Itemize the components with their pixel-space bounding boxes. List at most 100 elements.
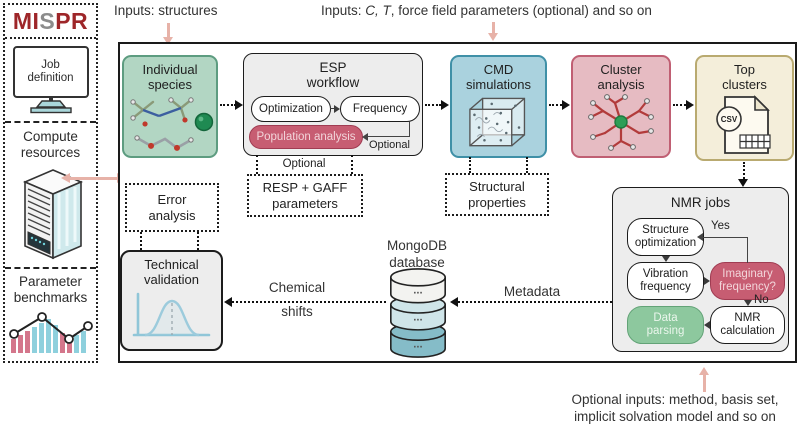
metadata-arrowhead-icon xyxy=(450,297,458,307)
chemical-shifts-connector xyxy=(232,301,386,303)
structure-optimization-label: Structure optimization xyxy=(634,224,697,249)
input-arrow-down-icon xyxy=(163,37,173,45)
resp-gaff-parameters-box: RESP + GAFF parameters xyxy=(247,174,363,217)
logo-part: PR xyxy=(55,7,89,34)
flow-connector xyxy=(425,104,441,106)
flow-connector xyxy=(673,104,686,106)
nmr-calculation-step: NMR calculation xyxy=(710,306,785,344)
link-arrow-bar xyxy=(70,177,118,180)
input-arrow-bar xyxy=(167,23,170,38)
cluster-molecule-icon xyxy=(588,94,654,151)
link-arrow-left-icon xyxy=(61,173,70,183)
flow-arrowhead-icon xyxy=(562,100,570,110)
database-icon: ... ... ... xyxy=(390,268,446,358)
parameter-benchmarks-label: Parameter benchmarks xyxy=(13,274,88,306)
yes-label: Yes xyxy=(711,220,730,232)
bracket-line xyxy=(351,155,353,174)
structure-optimization-step: Structure optimization xyxy=(627,218,704,256)
vibration-frequency-label: Vibration frequency xyxy=(640,268,691,293)
yes-elbow-connector xyxy=(703,237,748,263)
inputs-structures-note: Inputs: structures xyxy=(114,3,218,18)
note-text: , force field parameters (optional) and … xyxy=(390,3,652,18)
db-dots: ... xyxy=(413,312,422,324)
structural-properties-label: Structural properties xyxy=(468,179,526,210)
no-label: No xyxy=(754,294,769,306)
vibration-frequency-step: Vibration frequency xyxy=(627,262,704,300)
db-dots: ... xyxy=(413,339,422,351)
mongodb-label: MongoDB database xyxy=(386,238,448,270)
structural-properties-box: Structural properties xyxy=(445,173,549,216)
nmr-calculation-label: NMR calculation xyxy=(720,312,775,337)
resp-gaff-label: RESP + GAFF parameters xyxy=(262,180,348,211)
nmr-arrowhead-icon xyxy=(662,256,670,262)
esp-inner-optional-label: Optional xyxy=(369,139,410,151)
technical-validation-title: Technical validation xyxy=(144,257,199,287)
optional-inputs-note-line1: Optional inputs: method, basis set, xyxy=(571,392,779,407)
data-parsing-step: Data parsing xyxy=(627,306,704,344)
nmr-arrowhead-icon xyxy=(704,277,710,285)
flow-arrowhead-icon xyxy=(686,100,694,110)
flow-arrowhead-icon xyxy=(235,100,243,110)
optional-elbow-connector xyxy=(368,122,410,137)
step-arrowhead-icon xyxy=(334,105,340,113)
benchmark-chart-icon xyxy=(8,312,93,354)
flow-connector xyxy=(743,162,745,179)
monitor-stand-icon xyxy=(29,98,72,114)
optimization-step: Optimization xyxy=(251,96,331,122)
cluster-analysis-box: Cluster analysis xyxy=(571,55,671,158)
note-text: Inputs: xyxy=(321,3,366,18)
molecule-icon xyxy=(130,97,214,152)
input-arrow-bar xyxy=(492,22,495,34)
nmr-arrowhead-icon xyxy=(744,300,752,306)
frequency-step: Frequency xyxy=(340,96,420,122)
bracket-line xyxy=(197,232,199,250)
chemical-shifts-arrowhead-icon xyxy=(224,297,232,307)
flow-connector xyxy=(549,104,562,106)
flow-arrowhead-icon xyxy=(441,100,449,110)
individual-species-title: Individual species xyxy=(142,62,198,92)
monitor-icon: Job definition xyxy=(12,46,89,98)
compute-resources-label: Compute resources xyxy=(20,129,81,161)
error-analysis-label: Error analysis xyxy=(148,192,196,223)
simulation-cube-icon xyxy=(468,97,525,147)
nmr-jobs-title: NMR jobs xyxy=(670,195,731,210)
bracket-line xyxy=(140,232,142,250)
yes-arrowhead-icon xyxy=(697,233,703,241)
db-dots: ... xyxy=(413,284,422,296)
optional-inputs-note-line2: implicit solvation model and so on xyxy=(574,409,776,424)
population-analysis-step: Population analysis xyxy=(249,125,363,149)
input-arrow-down-icon xyxy=(488,33,498,41)
bracket-line xyxy=(526,157,528,173)
optional-inputs-arrow-up-icon xyxy=(699,367,709,375)
sidebar-section-job-definition: Job definition xyxy=(5,39,96,123)
imaginary-frequency-label: Imaginary frequency? xyxy=(719,268,776,293)
cluster-analysis-title: Cluster analysis xyxy=(597,62,645,92)
csv-label: CSV xyxy=(720,115,737,124)
top-clusters-box: Top clusters CSV xyxy=(695,55,794,161)
data-parsing-label: Data parsing xyxy=(646,312,685,337)
error-analysis-box: Error analysis xyxy=(125,183,219,232)
esp-bracket-optional-label: Optional xyxy=(282,158,326,170)
cmd-simulations-title: CMD simulations xyxy=(465,62,532,92)
technical-validation-box: Technical validation xyxy=(120,250,223,351)
imaginary-frequency-step: Imaginary frequency? xyxy=(710,262,785,300)
individual-species-box: Individual species xyxy=(122,55,218,158)
csv-file-icon: CSV xyxy=(715,95,771,154)
job-definition-label: Job definition xyxy=(27,58,74,84)
cmd-simulations-box: CMD simulations xyxy=(450,55,547,158)
sidebar-section-parameter-benchmarks: Parameter benchmarks xyxy=(5,269,96,357)
note-text-italic: C, T xyxy=(365,3,391,18)
inputs-parameters-note: Inputs: C, T, force field parameters (op… xyxy=(321,3,652,18)
top-clusters-title: Top clusters xyxy=(722,62,767,92)
logo-part: MI xyxy=(12,7,40,34)
optional-inputs-arrow-bar xyxy=(703,374,706,392)
chemical-shifts-label: Chemical shifts xyxy=(268,280,326,319)
metadata-label: Metadata xyxy=(503,284,561,299)
bracket-line xyxy=(469,157,471,173)
flow-connector xyxy=(220,104,236,106)
nmr-arrowhead-icon xyxy=(704,321,710,329)
bracket-line xyxy=(256,155,258,174)
